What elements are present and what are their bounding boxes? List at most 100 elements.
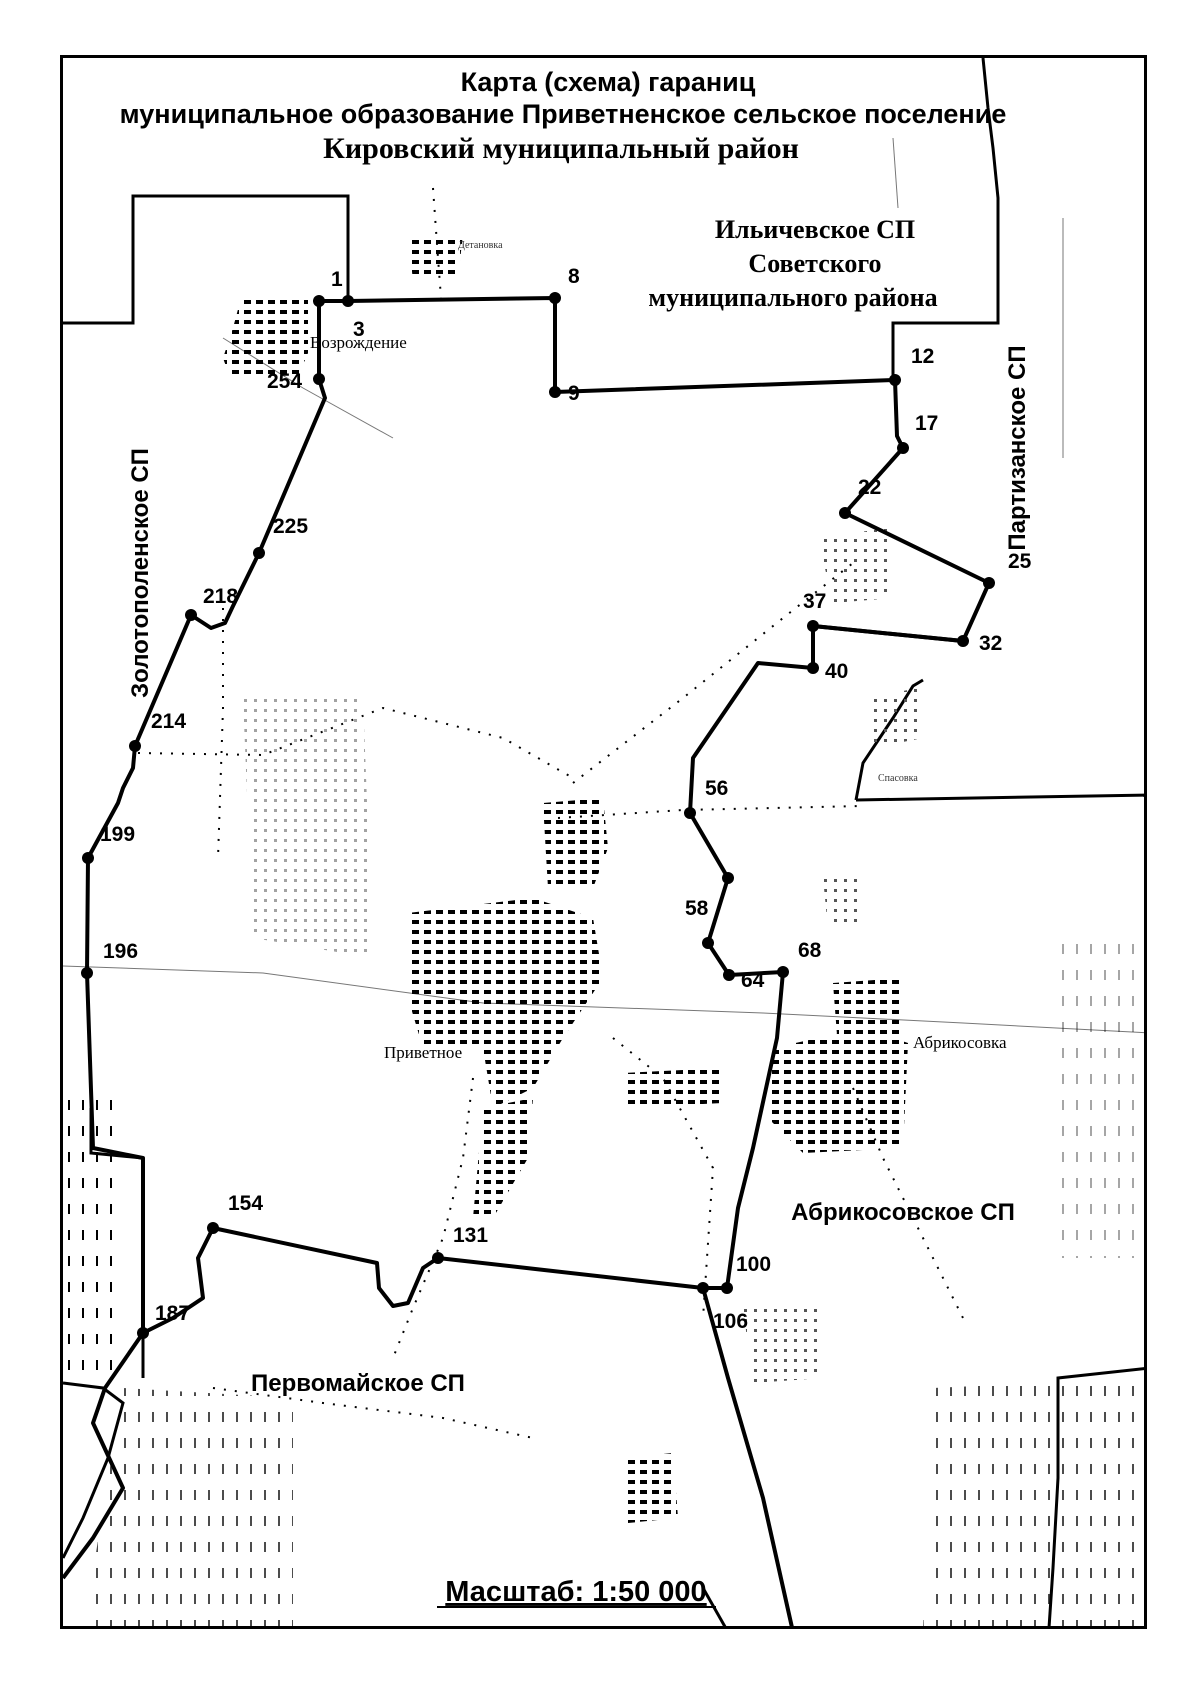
point-label-17: 17 xyxy=(915,412,938,435)
point-label-131: 131 xyxy=(453,1224,488,1247)
boundary-points xyxy=(81,292,995,1339)
orchard-right-mid xyxy=(1053,928,1144,1258)
map-frame: Карта (схема) гараниц муниципальное обра… xyxy=(60,55,1147,1629)
point-label-100: 100 xyxy=(736,1253,771,1276)
point-214-marker xyxy=(129,740,141,752)
block-bottom-mid xyxy=(623,1453,678,1523)
block-detanovka xyxy=(408,234,463,280)
point-196-marker xyxy=(81,967,93,979)
block-abrik-dots xyxy=(823,873,863,928)
boundary-left-bottom xyxy=(63,1381,125,1559)
map-scale: Масштаб: 1:50 000 xyxy=(445,1576,706,1608)
point-label-68: 68 xyxy=(798,939,822,962)
point-131-marker xyxy=(432,1252,444,1264)
point-label-196: 196 xyxy=(103,940,138,963)
boundary-top-left xyxy=(63,194,350,325)
map-title-line3: Кировский муниципальный район xyxy=(323,132,799,165)
settlement-boundary xyxy=(63,296,991,1580)
point-9-marker xyxy=(549,386,561,398)
point-154-marker xyxy=(207,1222,219,1234)
point-label-12: 12 xyxy=(911,345,934,368)
point-label-199: 199 xyxy=(100,823,135,846)
point-17-marker xyxy=(897,442,909,454)
point-label-32: 32 xyxy=(979,632,1002,655)
point-58b-marker xyxy=(702,937,714,949)
region-ilichevskoe-line2: Советского xyxy=(748,249,881,278)
road-bottom xyxy=(212,1387,534,1439)
block-privetnoe-north xyxy=(543,798,608,888)
road-abrik-south xyxy=(852,1087,964,1319)
block-west-grid xyxy=(243,698,373,958)
road-west-vert xyxy=(217,608,224,859)
block-privetnoe-south xyxy=(473,1098,533,1218)
point-label-225: 225 xyxy=(273,515,308,538)
block-spasovka xyxy=(868,688,923,748)
point-25-marker xyxy=(983,577,995,589)
point-8-marker xyxy=(549,292,561,304)
settlement-detanovka: Детановка xyxy=(458,240,503,251)
region-ilichevskoe-line3: муниципального района xyxy=(648,283,937,312)
point-187-marker xyxy=(137,1327,149,1339)
point-label-56: 56 xyxy=(705,777,728,800)
roads xyxy=(137,187,964,1439)
orchard-left xyxy=(63,1098,123,1378)
boundary-map: Карта (схема) гараниц муниципальное обра… xyxy=(63,58,1144,1626)
point-100-marker xyxy=(721,1282,733,1294)
settlement-abrikosovka: Абрикосовка xyxy=(913,1033,1007,1052)
block-anch-east xyxy=(623,1068,723,1108)
boundary-bottom-diagonal xyxy=(701,1587,727,1626)
road-south xyxy=(392,1077,474,1359)
point-218-marker xyxy=(185,609,197,621)
point-106-marker xyxy=(697,1282,709,1294)
orchard-bottom-left xyxy=(83,1388,293,1626)
point-label-64: 64 xyxy=(741,969,765,992)
point-label-154: 154 xyxy=(228,1192,263,1215)
block-privetnoe-main xyxy=(408,898,603,1108)
point-68-marker xyxy=(777,966,789,978)
secondary-lines xyxy=(63,137,1144,1034)
point-label-9: 9 xyxy=(568,382,580,405)
block-bottom-right xyxy=(743,1303,823,1383)
block-vozrozhdenie xyxy=(223,296,308,380)
region-ilichevskoe-line1: Ильичевское СП xyxy=(715,215,915,244)
line-east-west xyxy=(63,965,1144,1034)
point-56-marker xyxy=(684,807,696,819)
map-title-line2: муниципальное образование Приветненское … xyxy=(120,99,1007,129)
point-label-187: 187 xyxy=(155,1302,190,1325)
point-label-8: 8 xyxy=(568,265,580,288)
settlement-blocks xyxy=(63,234,1144,1626)
boundary-right-top xyxy=(891,58,1000,378)
block-abrikosovka-north xyxy=(833,978,903,1048)
point-label-22: 22 xyxy=(858,476,881,499)
point-label-254: 254 xyxy=(267,370,302,393)
point-199-marker xyxy=(82,852,94,864)
region-abrikosovskoe: Абрикосовское СП xyxy=(791,1199,1015,1226)
point-58-marker xyxy=(722,872,734,884)
point-label-106: 106 xyxy=(713,1310,748,1333)
region-partizanskoe: Партизанское СП xyxy=(1004,345,1031,550)
point-37-marker xyxy=(807,620,819,632)
point-label-40: 40 xyxy=(825,660,848,683)
region-pervomaiskoe: Первомайское СП xyxy=(251,1370,465,1397)
point-label-25: 25 xyxy=(1008,550,1032,573)
point-label-58: 58 xyxy=(685,897,709,920)
point-225-marker xyxy=(253,547,265,559)
point-label-214: 214 xyxy=(151,710,186,733)
road-north xyxy=(432,187,442,299)
point-22-marker xyxy=(839,507,851,519)
point-label-1: 1 xyxy=(331,268,343,291)
point-3-marker xyxy=(342,295,354,307)
point-12-marker xyxy=(889,374,901,386)
road-west xyxy=(137,706,574,779)
map-title-line1: Карта (схема) гараниц xyxy=(461,67,756,97)
boundary-37-32 xyxy=(812,624,964,643)
point-64-marker xyxy=(723,969,735,981)
point-label-37: 37 xyxy=(803,590,826,613)
road-privetnoe-east xyxy=(612,1037,715,1319)
region-zolotopolenskoe: Золотополенское СП xyxy=(127,448,154,698)
settlement-vozrozhdenie: Возрождение xyxy=(310,333,407,352)
orchard-bottom-right xyxy=(923,1378,1144,1626)
settlement-privetnoe: Приветное xyxy=(384,1043,462,1062)
settlement-boundary-south-line xyxy=(701,1287,794,1626)
block-north-cross xyxy=(818,528,893,603)
